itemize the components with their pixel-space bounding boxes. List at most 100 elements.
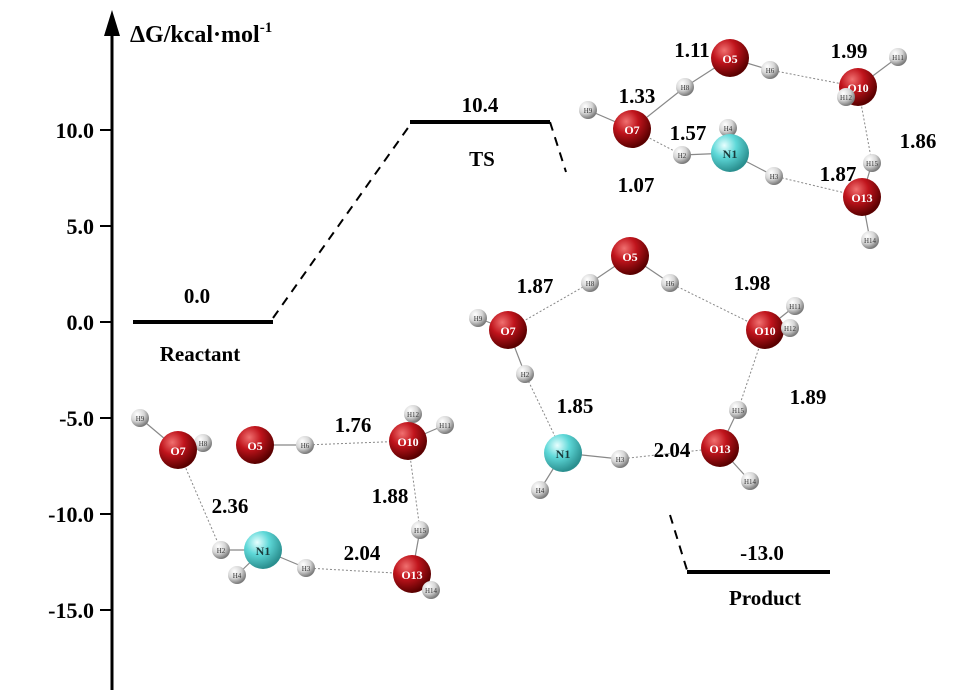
y-tick-label: 0.0	[67, 310, 95, 335]
atom-h8	[194, 434, 212, 452]
atom-n1	[711, 134, 749, 172]
product-distance-labels: 1.87 1.98 1.85 1.89 2.04	[517, 271, 827, 462]
atom-h8-label: H8	[199, 440, 208, 448]
y-tick-label: 10.0	[56, 118, 95, 143]
atom-h3	[297, 559, 315, 577]
atom-n1	[244, 531, 282, 569]
ts-value-label: 10.4	[462, 93, 499, 117]
atom-h11-label: H11	[789, 303, 801, 311]
atom-o10	[389, 422, 427, 460]
ts-structure: O5 H6 H11 O10 H12 H8 H9 O7 H4 H2 N1 H3 H…	[579, 38, 936, 249]
atom-h9-label: H9	[474, 315, 483, 323]
atom-o7	[489, 311, 527, 349]
atom-h2	[516, 365, 534, 383]
atom-h12	[837, 88, 855, 106]
atom-o13-label: O13	[401, 568, 422, 582]
atom-h15	[863, 154, 881, 172]
product-name-label: Product	[729, 586, 801, 610]
atom-o7-label: O7	[500, 324, 515, 338]
atom-o13-label: O13	[851, 191, 872, 205]
atom-h9	[469, 309, 487, 327]
product-value-label: -13.0	[740, 541, 784, 565]
atom-o5	[611, 237, 649, 275]
ts-atoms: O5 H6 H11 O10 H12 H8 H9 O7 H4 H2 N1 H3 H…	[579, 39, 907, 249]
atom-n1	[544, 434, 582, 472]
atom-h14-label: H14	[425, 587, 438, 595]
ts-product-connector-lower	[669, 514, 688, 571]
distance-label: 1.87	[517, 274, 554, 298]
distance-label: 1.89	[790, 385, 827, 409]
atom-h15-label: H15	[866, 160, 879, 168]
atom-h6-label: H6	[666, 280, 675, 288]
atom-h12-label: H12	[407, 411, 420, 419]
atom-h12-label: H12	[840, 94, 853, 102]
y-tick-label: 5.0	[67, 214, 95, 239]
atom-h4	[531, 481, 549, 499]
y-axis-arrow	[104, 10, 120, 36]
atom-h6	[761, 61, 779, 79]
distance-label: 2.04	[654, 438, 691, 462]
atom-h9-label: H9	[136, 415, 145, 423]
atom-h11-label: H11	[439, 422, 451, 430]
atom-h6-label: H6	[301, 442, 310, 450]
atom-h2-label: H2	[217, 547, 226, 555]
atom-h2	[212, 541, 230, 559]
atom-h6	[661, 274, 679, 292]
atom-h6	[296, 436, 314, 454]
atom-o13	[393, 555, 431, 593]
atom-h9	[131, 409, 149, 427]
reactant-structure: H9 H8 O7 H6 O5 H12 H11 O10 H2 H4 N1 H3 H…	[131, 405, 454, 599]
atom-h14	[861, 231, 879, 249]
atom-h15-label: H15	[732, 407, 745, 415]
atom-h11-label: H11	[892, 54, 904, 62]
atom-h8	[581, 274, 599, 292]
atom-h8-label: H8	[681, 84, 690, 92]
atom-o5	[236, 426, 274, 464]
atom-h2	[673, 146, 691, 164]
atom-o10	[746, 311, 784, 349]
atom-h3-label: H3	[302, 565, 311, 573]
ts-name-label: TS	[469, 147, 495, 171]
atom-h8-label: H8	[586, 280, 595, 288]
atom-o7-label: O7	[624, 123, 639, 137]
atom-h9	[579, 101, 597, 119]
distance-label: 1.85	[557, 394, 594, 418]
distance-label: 2.36	[212, 494, 249, 518]
atom-h2-label: H2	[678, 152, 687, 160]
atom-h14	[741, 472, 759, 490]
atom-h15	[729, 401, 747, 419]
atom-h9-label: H9	[584, 107, 593, 115]
atom-n1-label: N1	[723, 147, 738, 161]
distance-label: 1.57	[670, 121, 707, 145]
atom-o13	[701, 429, 739, 467]
atom-h11	[889, 48, 907, 66]
y-axis-label-sup: -1	[260, 20, 273, 36]
distance-label: 1.98	[734, 271, 771, 295]
energy-levels: 0.0 Reactant 10.4 TS -13.0 Product	[133, 93, 830, 610]
atom-o5-label: O5	[247, 439, 262, 453]
atom-h6-label: H6	[766, 67, 775, 75]
distance-label: 1.76	[335, 413, 372, 437]
atom-o10-label: O10	[397, 435, 418, 449]
ts-product-connector-upper	[549, 121, 567, 173]
atom-h3-label: H3	[770, 173, 779, 181]
distance-label: 1.33	[619, 84, 656, 108]
y-axis-label: ΔG/kcal·mol-1	[130, 20, 272, 48]
y-tick-label: -5.0	[59, 406, 94, 431]
y-axis-ticks: 10.0 5.0 0.0 -5.0 -10.0 -15.0	[48, 118, 112, 623]
y-axis: ΔG/kcal·mol-1 10.05.00.0-5.0-10.0-15.0	[48, 10, 272, 690]
reactant-name-label: Reactant	[160, 342, 240, 366]
atom-h4	[719, 119, 737, 137]
product-structure: O5 H8 H6 H9 O7 H11 O10 H12 H2 H15 N1 H3 …	[469, 237, 826, 499]
atom-h14-label: H14	[744, 478, 757, 486]
y-tick-label: -15.0	[48, 598, 94, 623]
atom-h14-label: H14	[864, 237, 877, 245]
distance-label: 1.87	[820, 162, 857, 186]
y-tick-label: -10.0	[48, 502, 94, 527]
atom-h3	[611, 450, 629, 468]
distance-label: 1.07	[618, 173, 655, 197]
reactant-value-label: 0.0	[184, 284, 210, 308]
atom-h3-label: H3	[616, 456, 625, 464]
atom-h15-label: H15	[414, 527, 427, 535]
